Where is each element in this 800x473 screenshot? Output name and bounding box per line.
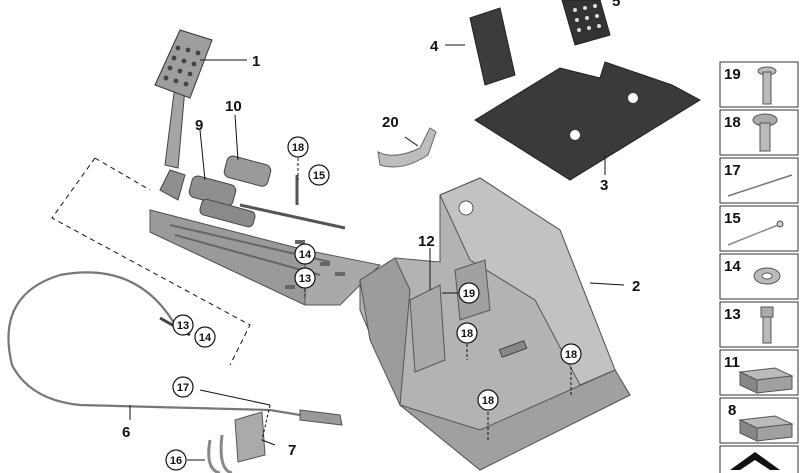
callout-17: 17 — [172, 376, 194, 398]
svg-text:19: 19 — [724, 66, 741, 83]
insulation-mat — [474, 61, 702, 181]
svg-text:13: 13 — [299, 273, 311, 285]
svg-text:13: 13 — [177, 320, 189, 332]
svg-text:18: 18 — [461, 328, 473, 340]
label-5: 5 — [612, 0, 620, 10]
callout-16: 16 — [165, 449, 187, 471]
label-2: 2 — [632, 278, 640, 295]
tie-strap-icon — [727, 220, 784, 246]
parts-item-11[interactable]: 11 — [719, 349, 799, 396]
flange-screw-icon — [752, 113, 778, 152]
callout-19: 19 — [458, 282, 480, 304]
arrow-icon — [730, 452, 780, 470]
label-7: 7 — [288, 442, 296, 459]
svg-text:14: 14 — [299, 249, 312, 261]
callout-18-c: 18 — [477, 389, 499, 411]
callout-14-top: 14 — [294, 243, 316, 265]
torx-screw-icon — [757, 66, 777, 105]
callout-15: 15 — [308, 164, 330, 186]
svg-text:15: 15 — [313, 170, 325, 182]
svg-text:16: 16 — [170, 455, 182, 467]
block-icon — [738, 415, 794, 442]
svg-text:13: 13 — [724, 306, 741, 323]
callout-18-top: 18 — [287, 136, 309, 158]
label-6: 6 — [122, 424, 130, 441]
label-3: 3 — [600, 177, 608, 194]
label-9: 9 — [195, 117, 203, 134]
label-10: 10 — [225, 98, 242, 115]
parts-item-14[interactable]: 14 — [719, 253, 799, 300]
perforated-plate — [561, 0, 611, 46]
parts-item-arrow[interactable] — [719, 445, 799, 473]
cable-tie-icon — [727, 174, 793, 197]
svg-text:14: 14 — [199, 332, 212, 344]
label-12: 12 — [418, 233, 435, 250]
svg-text:14: 14 — [724, 258, 741, 275]
svg-text:19: 19 — [463, 288, 475, 300]
parts-list: 19 18 17 15 — [719, 61, 799, 473]
parts-item-8[interactable]: 8 — [719, 397, 799, 444]
block-icon — [738, 367, 794, 394]
floor-tray — [359, 177, 631, 471]
svg-text:18: 18 — [292, 142, 304, 154]
clip-part-20 — [377, 127, 437, 168]
svg-text:8: 8 — [728, 402, 736, 419]
parts-item-17[interactable]: 17 — [719, 157, 799, 204]
callout-13-bottom: 13 — [172, 314, 194, 336]
callout-18-b: 18 — [560, 343, 582, 365]
callout-13-top: 13 — [294, 267, 316, 289]
pedal-assembly — [149, 29, 382, 306]
label-1: 1 — [252, 53, 260, 70]
svg-text:18: 18 — [724, 114, 741, 131]
svg-text:11: 11 — [724, 354, 740, 371]
callout-18-a: 18 — [456, 322, 478, 344]
leader-lines — [129, 44, 625, 461]
cable-part-6 — [7, 271, 341, 422]
svg-text:15: 15 — [724, 210, 741, 227]
svg-text:18: 18 — [565, 349, 577, 361]
pad-part-4 — [469, 7, 516, 86]
spring-bracket — [207, 411, 266, 473]
socket-screw-icon — [760, 306, 774, 344]
parts-item-13[interactable]: 13 — [719, 301, 799, 348]
parts-item-19[interactable]: 19 — [719, 61, 799, 108]
svg-text:17: 17 — [177, 382, 189, 394]
parts-item-18[interactable]: 18 — [719, 109, 799, 156]
washer-icon — [753, 267, 781, 285]
callout-14-bottom: 14 — [194, 326, 216, 348]
svg-text:17: 17 — [724, 162, 741, 179]
parts-item-15[interactable]: 15 — [719, 205, 799, 252]
label-4: 4 — [430, 38, 439, 55]
svg-text:18: 18 — [482, 395, 494, 407]
label-20: 20 — [382, 114, 399, 131]
assembly-outline — [51, 157, 251, 366]
